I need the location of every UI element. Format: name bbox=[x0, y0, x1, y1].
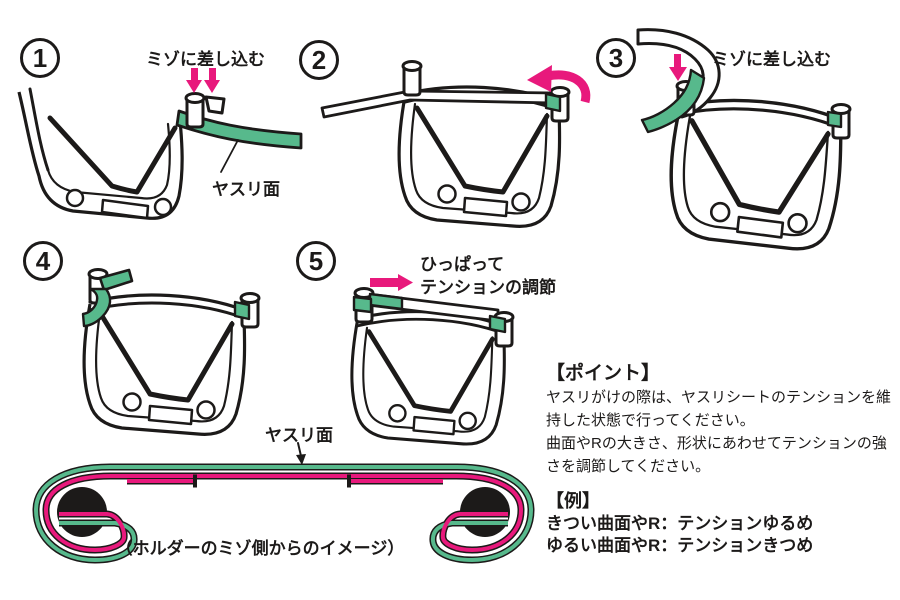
step2-badge: 2 bbox=[299, 40, 339, 80]
sheet-green-wrap bbox=[826, 110, 843, 129]
step5-pull-label-2: テンションの調節 bbox=[420, 278, 556, 297]
wrap-around-arrow-icon bbox=[527, 65, 591, 104]
sheet-green-wrap bbox=[640, 68, 706, 134]
sheet-green-wrap bbox=[233, 300, 251, 321]
pull-arrow-icon bbox=[370, 274, 413, 291]
holder-illustration-step2 bbox=[320, 60, 591, 245]
step4-number: 4 bbox=[35, 246, 51, 276]
sheet-abrasive-face bbox=[33, 465, 325, 563]
section-caption: （ホルダーのミゾ側からのイメージ） bbox=[115, 539, 405, 558]
down-arrow-icon bbox=[669, 54, 687, 81]
point-line: 曲面やRの大きさ、形状にあわせてテンションの強 bbox=[546, 435, 887, 452]
file-sheet-strip bbox=[175, 109, 303, 150]
point-line: さを調節してください。 bbox=[546, 458, 711, 475]
groove-clip bbox=[204, 95, 226, 115]
sheet-green-wrap bbox=[81, 287, 112, 328]
sheet-backing-face bbox=[43, 474, 325, 553]
pointer-arrow-icon bbox=[296, 442, 306, 465]
cross-section-illustration bbox=[32, 442, 535, 564]
down-arrow-icon bbox=[186, 68, 202, 93]
step3-number: 3 bbox=[608, 43, 624, 73]
holder-post bbox=[184, 92, 206, 129]
holder-illustration-step3 bbox=[636, 28, 852, 270]
sheet-end-tab bbox=[98, 268, 134, 292]
point-line: 持した状態で行ってください。 bbox=[546, 412, 755, 429]
sheet-green-wrap bbox=[352, 295, 373, 314]
step2-number: 2 bbox=[311, 45, 327, 75]
holder-illustration-step5 bbox=[340, 274, 515, 465]
example-line: ゆるい曲面やR：テンションきつめ bbox=[546, 536, 814, 555]
step3-insert-label: ミゾに差し込む bbox=[712, 50, 831, 69]
step5-pull-label-1: ひっぱって bbox=[420, 255, 505, 274]
example-title: 【例】 bbox=[546, 491, 600, 511]
sheet-green-wrap bbox=[544, 92, 562, 113]
down-arrow-icon bbox=[204, 68, 220, 93]
holder-illustration-step1 bbox=[17, 68, 303, 220]
step1-insert-label: ミゾに差し込む bbox=[146, 50, 265, 69]
step3-badge: 3 bbox=[596, 38, 636, 78]
step5-badge: 5 bbox=[296, 241, 336, 281]
point-title: 【ポイント】 bbox=[546, 363, 661, 384]
step5-number: 5 bbox=[308, 246, 324, 276]
pointer-line bbox=[220, 139, 239, 173]
holder-post bbox=[401, 60, 423, 97]
step1-number: 1 bbox=[32, 43, 48, 73]
point-line: ヤスリがけの際は、ヤスリシートのテンションを維 bbox=[546, 389, 892, 406]
step1-surface-label: ヤスリ面 bbox=[212, 180, 280, 199]
sheet-green-wrap bbox=[368, 292, 404, 311]
sheet-green-wrap bbox=[488, 314, 507, 334]
holder-illustration-step4 bbox=[50, 268, 261, 460]
step1-badge: 1 bbox=[20, 38, 60, 78]
section-surface-label: ヤスリ面 bbox=[265, 426, 333, 445]
example-body: きつい曲面やR：テンションゆるめ ゆるい曲面やR：テンションきつめ bbox=[546, 513, 813, 557]
example-line: きつい曲面やR：テンションゆるめ bbox=[546, 514, 814, 533]
step4-badge: 4 bbox=[23, 241, 63, 281]
point-body: ヤスリがけの際は、ヤスリシートのテンションを維 持した状態で行ってください。 曲… bbox=[546, 386, 891, 478]
